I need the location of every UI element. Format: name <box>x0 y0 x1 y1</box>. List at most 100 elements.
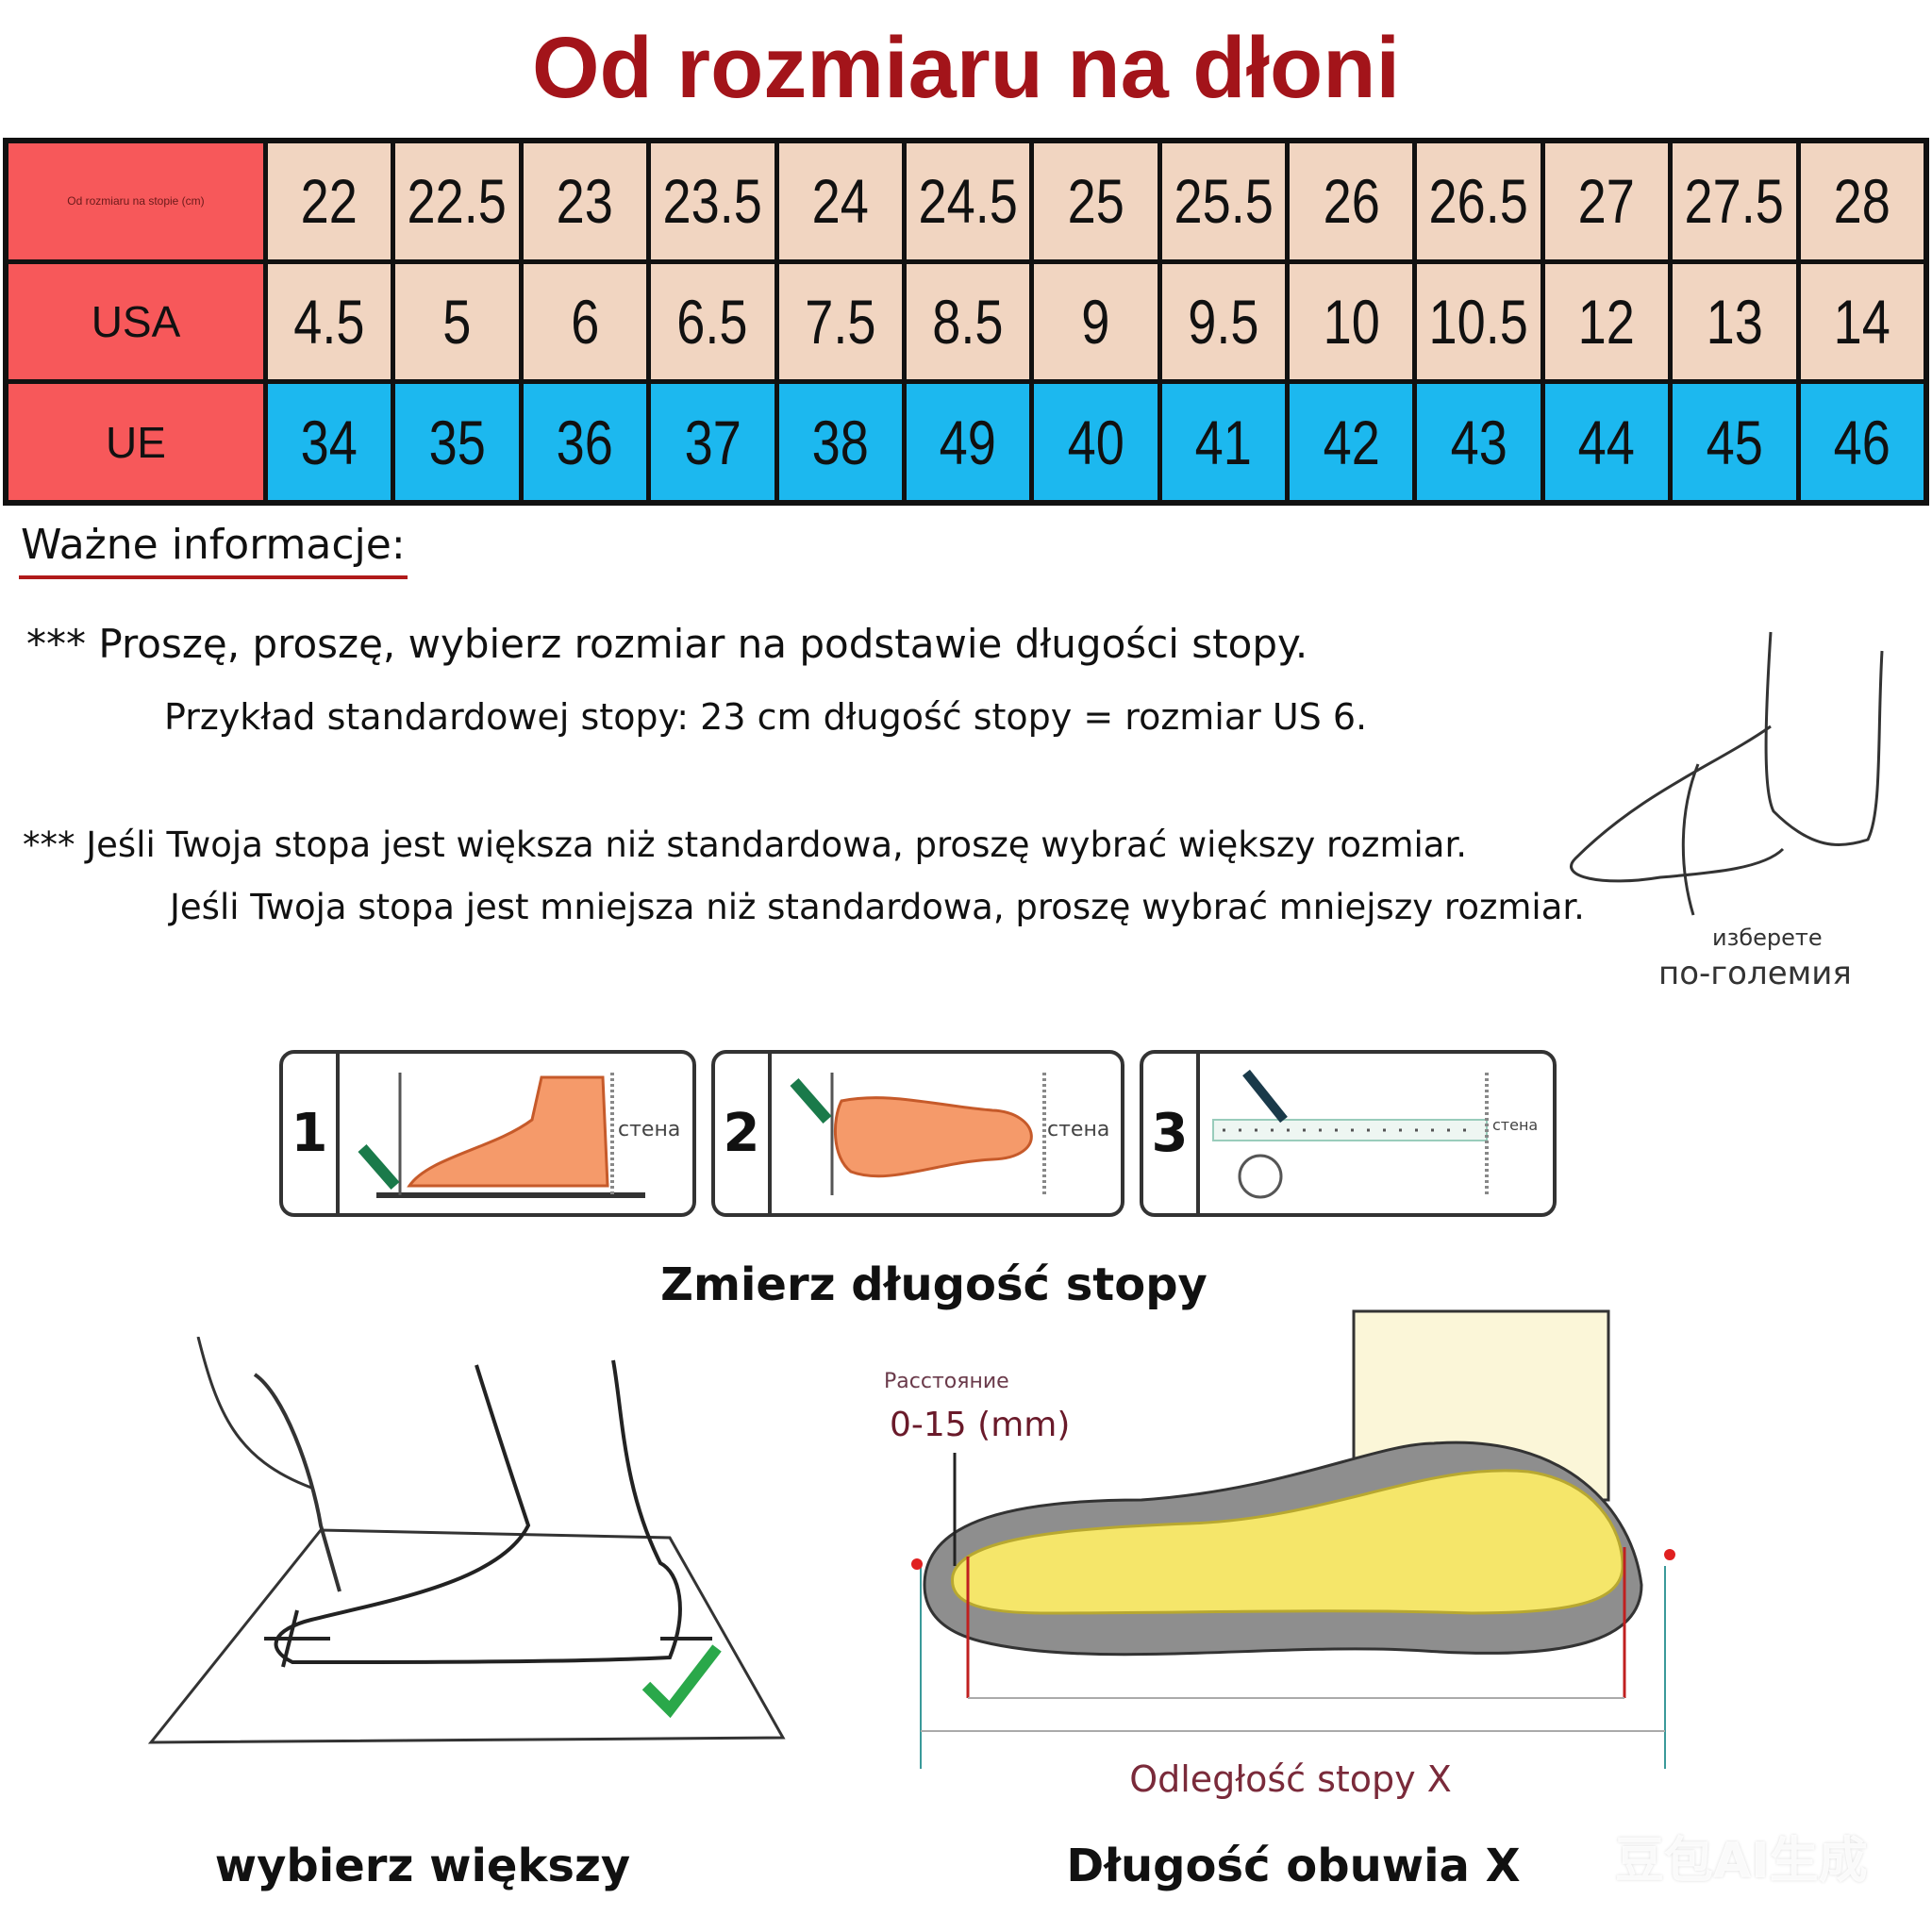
left-caption: wybierz większy <box>214 1840 631 1892</box>
size-value: 42 <box>1323 407 1380 477</box>
size-cell-usa: 14 <box>1800 263 1924 380</box>
size-cell-eu: 41 <box>1161 384 1286 500</box>
row-label: USA <box>8 263 263 380</box>
size-cell-usa: 10 <box>1290 263 1413 380</box>
size-cell-cm: 27 <box>1544 143 1669 259</box>
size-value: 34 <box>301 407 358 477</box>
size-value: 49 <box>939 407 997 477</box>
size-cell-usa: 13 <box>1673 263 1796 380</box>
size-cell-eu: 49 <box>906 384 1030 500</box>
size-cell-usa: 12 <box>1544 263 1669 380</box>
size-value: 23 <box>556 166 614 237</box>
size-cell-cm: 23 <box>523 143 647 259</box>
size-value: 43 <box>1450 407 1507 477</box>
size-value: 23.5 <box>662 166 763 237</box>
size-cell-eu: 43 <box>1417 384 1541 500</box>
size-cell-usa: 4.5 <box>268 263 391 380</box>
size-cell-usa: 6.5 <box>651 263 774 380</box>
heading-underline <box>19 575 408 579</box>
foot-distance-label: Odległość stopy X <box>1129 1758 1452 1800</box>
size-cell-cm: 23.5 <box>651 143 774 259</box>
page-title: Od rozmiaru na dłoni <box>531 20 1401 116</box>
size-value: 38 <box>811 407 869 477</box>
size-cell-cm: 26 <box>1290 143 1413 259</box>
size-cell-eu: 46 <box>1800 384 1924 500</box>
size-cell-usa: 5 <box>395 263 519 380</box>
row-label: Od rozmiaru na stopie (cm) <box>8 143 263 259</box>
size-cell-eu: 44 <box>1544 384 1669 500</box>
foot-sketch-label-small: изберете <box>1712 924 1823 951</box>
size-cell-usa: 7.5 <box>778 263 902 380</box>
info-line-4: Jeśli Twoja stopa jest mniejsza niż stan… <box>170 887 1585 927</box>
size-value: 12 <box>1577 286 1636 357</box>
step-3-panel: 3 стена <box>1140 1050 1557 1217</box>
foot-side-icon <box>358 1073 645 1198</box>
size-value: 10.5 <box>1428 286 1529 357</box>
size-value: 27 <box>1577 166 1636 237</box>
size-value: 46 <box>1833 407 1890 477</box>
wall-label: стена <box>1047 1118 1110 1141</box>
size-value: 28 <box>1833 166 1890 237</box>
size-cell-cm: 22.5 <box>395 143 519 259</box>
size-value: 9 <box>1081 286 1110 357</box>
size-cell-eu: 36 <box>523 384 647 500</box>
step-1-panel: 1 стена <box>279 1050 696 1217</box>
size-value: 6.5 <box>676 286 748 357</box>
size-value: 13 <box>1706 286 1763 357</box>
foot-sketch-label-big: по-големия <box>1658 955 1852 992</box>
size-value: 26.5 <box>1428 166 1529 237</box>
wall-label: стена <box>1492 1116 1539 1134</box>
info-line-2: Przykład standardowej stopy: 23 cm długo… <box>164 696 1368 738</box>
step-number: 3 <box>1143 1054 1200 1213</box>
size-value: 27.5 <box>1684 166 1785 237</box>
size-cell-eu: 34 <box>268 384 391 500</box>
size-value: 25 <box>1067 166 1124 237</box>
allowance-label: Расстояние <box>884 1370 1009 1393</box>
size-value: 10 <box>1323 286 1380 357</box>
size-cell-eu: 42 <box>1290 384 1413 500</box>
size-cell-cm: 24.5 <box>906 143 1030 259</box>
foot-tracing-illustration <box>147 1337 786 1744</box>
size-cell-eu: 35 <box>395 384 519 500</box>
measure-caption: Zmierz długość stopy <box>660 1258 1208 1311</box>
size-value: 24 <box>811 166 869 237</box>
size-value: 25.5 <box>1174 166 1274 237</box>
size-value: 45 <box>1706 407 1763 477</box>
size-cell-usa: 6 <box>523 263 647 380</box>
step-number: 1 <box>283 1054 340 1213</box>
size-cell-cm: 22 <box>268 143 391 259</box>
foot-top-icon <box>790 1073 1046 1195</box>
size-value: 8.5 <box>932 286 1004 357</box>
size-value: 41 <box>1194 407 1252 477</box>
watermark: 豆包AI生成 <box>1615 1833 1868 1890</box>
size-value: 6 <box>570 286 600 357</box>
shoe-caption: Długość obuwia X <box>1066 1840 1521 1892</box>
size-cell-usa: 9.5 <box>1161 263 1286 380</box>
step-2-panel: 2 стена <box>711 1050 1124 1217</box>
size-cell-usa: 10.5 <box>1417 263 1541 380</box>
info-line-1: *** Proszę, proszę, wybierz rozmiar na p… <box>26 621 1308 667</box>
size-value: 22.5 <box>407 166 508 237</box>
size-value: 26 <box>1323 166 1380 237</box>
shoe-diagram <box>911 1309 1675 1769</box>
size-value: 4.5 <box>293 286 365 357</box>
size-value: 35 <box>428 407 486 477</box>
size-cell-eu: 38 <box>778 384 902 500</box>
size-cell-eu: 45 <box>1673 384 1796 500</box>
size-value: 44 <box>1577 407 1636 477</box>
info-heading: Ważne informacje: <box>21 521 406 569</box>
foot-sketch-illustration <box>1570 631 1884 916</box>
info-line-3: *** Jeśli Twoja stopa jest większa niż s… <box>23 824 1468 865</box>
size-value: 9.5 <box>1188 286 1259 357</box>
size-cell-cm: 25.5 <box>1161 143 1286 259</box>
size-value: 14 <box>1833 286 1890 357</box>
size-value: 24.5 <box>918 166 1018 237</box>
size-cell-cm: 27.5 <box>1673 143 1796 259</box>
size-cell-eu: 40 <box>1034 384 1158 500</box>
size-cell-eu: 37 <box>651 384 774 500</box>
size-value: 40 <box>1067 407 1124 477</box>
size-cell-cm: 24 <box>778 143 902 259</box>
wall-label: стена <box>618 1118 681 1141</box>
size-value: 37 <box>684 407 741 477</box>
size-value: 5 <box>442 286 472 357</box>
